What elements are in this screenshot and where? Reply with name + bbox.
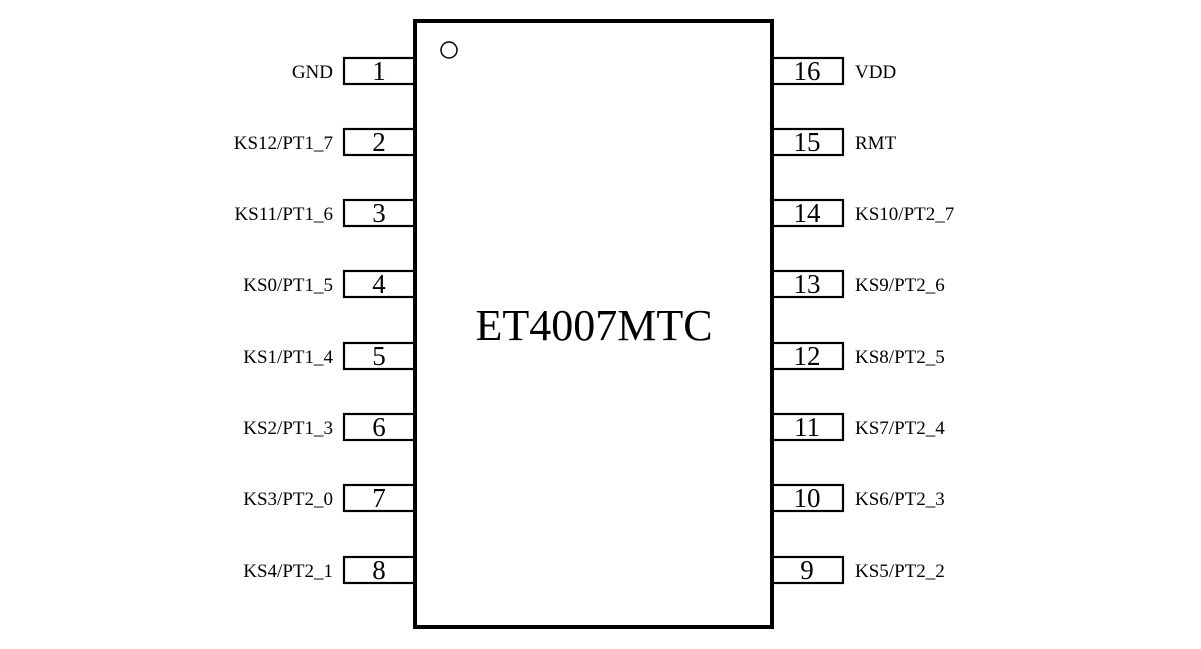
pin-number: 5 [372,341,386,371]
pin-left-7: 7 KS3/PT2_0 [243,483,417,513]
pin-box [342,341,417,371]
pin-box [342,198,417,228]
pin-number: 15 [794,127,821,157]
pin-right-1: 16 VDD [770,56,896,86]
pin-left-6: 6 KS2/PT1_3 [243,412,417,442]
pin-number: 4 [372,269,386,299]
pin-label: VDD [855,62,896,83]
pin-left-4: 4 KS0/PT1_5 [243,269,417,299]
chip-name: ET4007MTC [475,301,712,350]
pin-label: KS0/PT1_5 [243,275,333,296]
pin-label: KS1/PT1_4 [243,347,333,368]
pin-box [770,412,845,442]
pin-left-2: 2 KS12/PT1_7 [234,127,417,157]
pin-right-5: 12 KS8/PT2_5 [770,341,945,371]
pin-right-8: 9 KS5/PT2_2 [770,555,945,585]
right-pin-group: 16 VDD 15 RMT 14 KS10/PT2_7 13 KS9/PT2_6 12 KS8/P… [770,56,954,585]
chip-body [413,19,774,629]
pin-label: RMT [855,133,897,154]
orientation-dot-icon [440,41,458,59]
pin-box [342,127,417,157]
pin-right-2: 15 RMT [770,127,897,157]
pin-label: KS9/PT2_6 [855,275,945,296]
pin-number: 6 [372,412,386,442]
left-pin-group: 1 GND 2 KS12/PT1_7 3 KS11/PT1_6 4 KS0/PT1_5 5 KS1… [234,56,417,585]
pin-left-5: 5 KS1/PT1_4 [243,341,417,371]
pin-right-3: 14 KS10/PT2_7 [770,198,954,228]
pin-right-6: 11 KS7/PT2_4 [770,412,945,442]
pin-box [770,269,845,299]
pin-label: KS6/PT2_3 [855,489,945,510]
pin-number: 11 [794,412,820,442]
pin-number: 16 [794,56,821,86]
pin-left-8: 8 KS4/PT2_1 [243,555,417,585]
pin-label: KS7/PT2_4 [855,418,945,439]
pin-label: KS12/PT1_7 [234,133,333,154]
pin-number: 8 [372,555,386,585]
pin-number: 7 [372,483,386,513]
pin-label: GND [292,62,333,83]
pin-number: 12 [794,341,821,371]
pin-number: 10 [794,483,821,513]
pin-label: KS8/PT2_5 [855,347,945,368]
pin-left-3: 3 KS11/PT1_6 [234,198,417,228]
pin-left-1: 1 GND [292,56,417,86]
pin-label: KS4/PT2_1 [243,561,333,582]
pin-box [342,555,417,585]
pin-label: KS11/PT1_6 [234,204,333,225]
pin-box [770,341,845,371]
pin-number: 1 [372,56,386,86]
pin-number: 14 [794,198,822,228]
pin-number: 3 [372,198,386,228]
pin-number: 9 [800,555,814,585]
pin-label: KS5/PT2_2 [855,561,945,582]
pin-right-4: 13 KS9/PT2_6 [770,269,945,299]
pin-number: 13 [794,269,821,299]
pin-label: KS3/PT2_0 [243,489,333,510]
pin-label: KS10/PT2_7 [855,204,954,225]
pin-box [342,56,417,86]
pin-box [342,483,417,513]
pin-box [770,198,845,228]
pin-right-7: 10 KS6/PT2_3 [770,483,945,513]
pin-label: KS2/PT1_3 [243,418,333,439]
pin-number: 2 [372,127,386,157]
